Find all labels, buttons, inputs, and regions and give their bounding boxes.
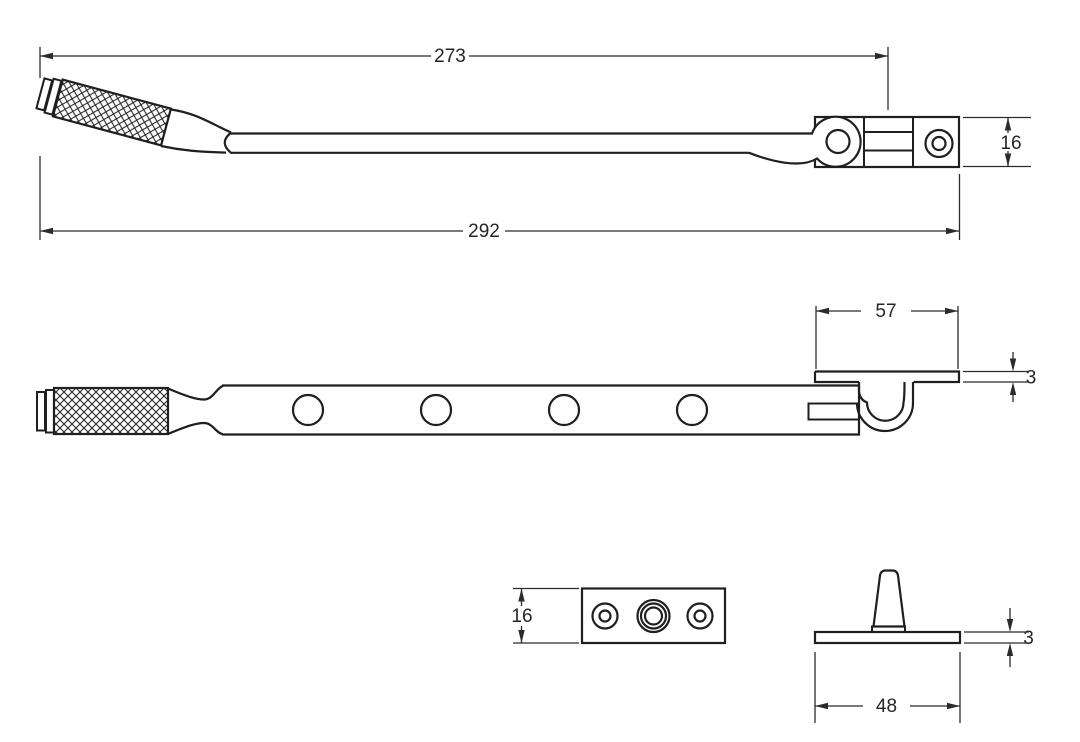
bar-hole-1 [291, 393, 325, 427]
dim-48-extension-lines [814, 652, 961, 723]
dim-16-arrow-up [1004, 117, 1012, 131]
knurled-handle-side [35, 77, 173, 147]
dim-3-arrow-down [1009, 358, 1017, 372]
knurled-handle-plan [36, 386, 170, 436]
bar-neck-bottom [167, 421, 224, 436]
dim-48: 48 [814, 652, 961, 723]
dim-273-arrow-right [875, 52, 888, 60]
bracket-screw-hole [924, 128, 954, 159]
dim-57-arrow-right [945, 307, 958, 315]
bracket-slot-lines [864, 131, 913, 152]
dim-292-arrow-right [946, 227, 959, 235]
dim-3-pin-label: 3 [1023, 628, 1034, 649]
dim-3-pin-arrow-down [1006, 619, 1014, 632]
dim-292: 292 [39, 156, 961, 242]
dim-57: 57 [815, 301, 959, 369]
bracket-mounting-plate [813, 370, 961, 384]
handle-plan-cap-outer [36, 391, 46, 432]
pivot-hook-inner [857, 381, 906, 422]
dim-48-label: 48 [876, 696, 897, 717]
dim-16-bracket: 16 [963, 116, 1031, 168]
bar-hole-3 [547, 393, 581, 427]
dim-16-keep-label: 16 [511, 606, 532, 627]
dim-292-arrow-left [40, 227, 53, 235]
dim-57-label: 57 [875, 301, 896, 322]
dim-3-pin-extension-lines [964, 631, 1029, 644]
dim-3-pin: 3 [964, 608, 1034, 667]
dim-3-plate: 3 [963, 352, 1036, 402]
dim-48-arrow-right [947, 702, 960, 710]
handle-knurl [51, 78, 173, 147]
dim-16-keep: 16 [511, 587, 579, 644]
bar-end-slot [807, 402, 859, 421]
dim-16-arrow-down [1004, 153, 1012, 167]
keep-plate-holes [591, 598, 714, 634]
dim-57-extension-lines [815, 306, 959, 369]
dim-273-arrow-left [40, 52, 53, 60]
handle-cap-outer [35, 77, 54, 112]
arm-loop-hole [825, 128, 851, 155]
handle-plan-cap-inner [45, 389, 55, 434]
keep-hole-left-inner [598, 609, 612, 623]
stay-arm-side [223, 115, 862, 168]
pin-view: 48 3 [813, 569, 1034, 723]
bar-screw-holes [291, 393, 709, 427]
dim-16-keep-arrow-down [518, 630, 525, 643]
handle-neck-bottom [160, 144, 227, 154]
dim-273: 273 [39, 46, 889, 110]
keep-plate-view: 16 [511, 587, 727, 645]
handle-plan-knurl [52, 386, 170, 436]
dim-3-pin-arrow-up [1006, 643, 1014, 656]
bar-hole-4 [675, 393, 709, 427]
dim-273-label: 273 [434, 46, 466, 67]
keep-hole-right-inner [693, 609, 707, 623]
dim-292-extension-lines [39, 156, 961, 240]
screw-hole-inner [931, 135, 947, 152]
dim-3-arrow-up [1009, 382, 1017, 395]
dim-16-bracket-label: 16 [1000, 133, 1021, 154]
dim-16-keep-extension-lines [513, 587, 579, 644]
bar-neck-top [167, 384, 224, 401]
dim-3-extension-lines [963, 370, 1029, 383]
dim-273-extension-lines [39, 47, 889, 110]
side-elevation-view: 273 292 [35, 46, 1031, 242]
dim-16-extension-lines [963, 116, 1031, 168]
dim-292-label: 292 [468, 221, 500, 242]
dim-57-arrow-left [816, 307, 829, 315]
bar-hole-2 [419, 393, 453, 427]
pivot-hook-outer [855, 382, 915, 433]
dim-48-arrow-left [815, 702, 828, 710]
dim-16-keep-arrow-up [518, 588, 525, 602]
pin-base-plate [813, 630, 962, 645]
keep-boss-inner [643, 606, 664, 626]
pin-cone [872, 569, 906, 628]
bracket-dividers [863, 117, 914, 167]
handle-neck-top [170, 108, 232, 134]
dim-3-plate-label: 3 [1026, 368, 1037, 389]
plan-view: 57 3 [36, 301, 1036, 436]
